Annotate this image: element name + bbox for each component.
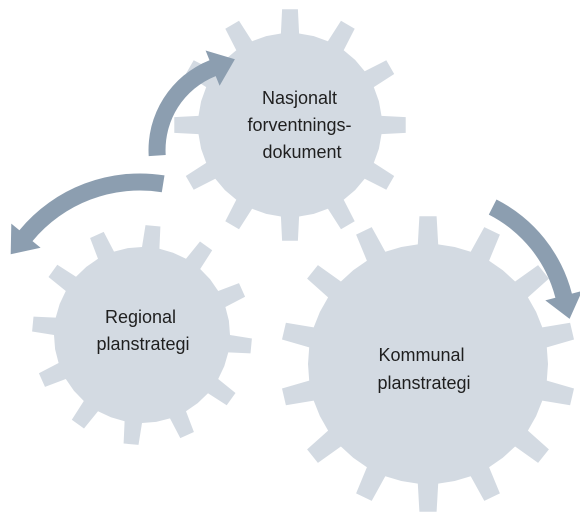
national-label-line-2: forventnings- — [247, 115, 351, 135]
arrow-to-regional — [10, 173, 165, 255]
regional-gear — [32, 225, 252, 445]
municipal-gear-label: Kommunal planstrategi — [377, 345, 470, 393]
regional-gear-label: Regional planstrategi — [96, 307, 189, 354]
municipal-label-line-1: Kommunal — [378, 345, 464, 365]
regional-label-line-2: planstrategi — [96, 334, 189, 354]
national-gear-label: Nasjonalt forventnings- dokument — [247, 88, 356, 162]
municipal-gear — [282, 216, 574, 512]
national-label-line-1: Nasjonalt — [262, 88, 337, 108]
national-gear — [174, 9, 406, 241]
regional-label-line-1: Regional — [105, 307, 176, 327]
arrow-to-national — [148, 50, 235, 157]
municipal-label-line-2: planstrategi — [377, 373, 470, 393]
arrow-to-municipal — [488, 199, 580, 319]
national-label-line-3: dokument — [262, 142, 341, 162]
